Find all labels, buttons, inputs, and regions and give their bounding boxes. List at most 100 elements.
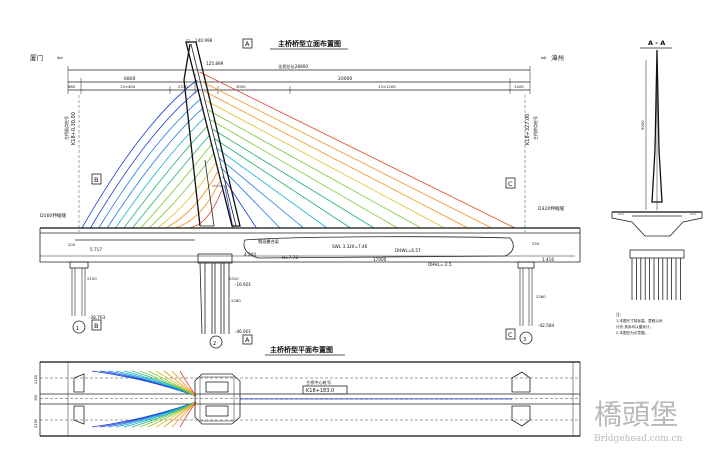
svg-text:1: 1 [76, 326, 79, 332]
right-station-label: K18+327.00 [525, 114, 531, 145]
svg-text:SWL 3.320=7.46: SWL 3.320=7.46 [332, 244, 368, 249]
stay-cable-main [216, 147, 328, 229]
stay-cable-back [148, 153, 214, 229]
svg-text:计外,其余均以厘米计。: 计外,其余均以厘米计。 [616, 324, 653, 329]
stay-cable-main [222, 176, 257, 229]
right-deck-elevation: 1.416 [542, 257, 554, 262]
plan-center-station: K18+183.0 [306, 388, 334, 394]
pier-2-marker [209, 335, 223, 349]
svg-text:1.本图尺寸除标高、里程以米: 1.本图尺寸除标高、里程以米 [616, 318, 663, 323]
pile-bottom-elevation-left: -38.763 [89, 315, 105, 320]
tower-base-elevation: 4.200 [244, 252, 256, 257]
stay-cable-main [220, 166, 281, 229]
section-mark-c-bottom [505, 328, 516, 340]
pile-bottom-elevation-tower: -46.601 [235, 329, 251, 334]
svg-text:B: B [94, 176, 98, 184]
pier-3: 2280 -42.584 3 [517, 261, 554, 345]
cross-section-view: A - A 5000 注: 1.本图尺寸除标高、里程以米 计外,其余均以厘米计。… [611, 39, 703, 335]
plan-title: 主桥桥型平面布置图 [270, 345, 333, 354]
section-height-dim: 5000 [640, 120, 645, 130]
section-mark-a-top [242, 38, 253, 49]
stay-cable-main [205, 100, 445, 229]
stay-cable-main [207, 109, 422, 229]
right-station-note: 主桥终点桩号 [532, 116, 538, 140]
left-pier-height: 200 [68, 242, 76, 247]
svg-text:C: C [508, 180, 513, 188]
tower-top-elevation: 140.998 [195, 38, 213, 43]
svg-text:DHWL=6.57: DHWL=6.57 [395, 248, 421, 253]
stay-cables [81, 71, 516, 229]
stay-cable-back [140, 144, 212, 229]
elevation-marker-icon: ▽ [186, 39, 190, 45]
deck-girder: 钢混叠合梁 D160伸缩缝 D320伸缩缝 5.717 1.416 4.200 … [39, 205, 581, 263]
plan-view: 主桥桥型平面布置图 2150 2150 300 主桥中心桩号 K18+183.0 [34, 345, 581, 437]
tower-cap-elevation: -16.601 [235, 282, 251, 287]
girder-label: 钢混叠合梁 [258, 238, 280, 245]
pier-1: 2150 -38.763 1 [69, 261, 105, 334]
svg-text:2150: 2150 [34, 418, 38, 428]
stay-cable-main [201, 81, 492, 229]
section-mark-c-top [505, 177, 516, 189]
svg-text:13×1200: 13×1200 [378, 84, 396, 89]
svg-text:13×400: 13×400 [120, 84, 136, 89]
span-right-label: 20000 [338, 76, 352, 82]
svg-text:660: 660 [68, 84, 76, 89]
pile-bottom-elevation-right: -42.584 [538, 323, 554, 328]
elevation-title: 主桥桥型立面布置图 [278, 39, 341, 48]
stay-cable-main [224, 185, 234, 229]
stay-cable-main [209, 119, 398, 229]
svg-text:C: C [508, 331, 513, 339]
pier-2: 0310 -16.601 2280 -46.601 2 [197, 253, 251, 349]
section-title: A - A [648, 39, 665, 47]
svg-text:DHHL=-2.5: DHHL=-2.5 [428, 262, 452, 267]
plan-center-label: 主桥中心桩号 [306, 379, 331, 386]
svg-text:2150: 2150 [87, 276, 97, 281]
plan-cables [91, 370, 512, 428]
svg-text:2280: 2280 [536, 294, 546, 299]
pier-3-marker [519, 331, 533, 345]
stay-cable-back [115, 116, 206, 229]
svg-text:3000: 3000 [236, 84, 246, 89]
pier-1-marker [72, 320, 86, 334]
plan-cable-lower [163, 401, 197, 428]
left-expansion-joint: D160伸缩缝 [40, 212, 66, 219]
stay-cable-main [211, 128, 375, 229]
svg-text:2330: 2330 [178, 84, 188, 89]
left-direction-label: 厦门 [30, 53, 43, 62]
svg-text:0310: 0310 [229, 276, 239, 281]
svg-text:2150: 2150 [34, 374, 38, 384]
watermark-logo: 橋頭堡 [594, 398, 678, 431]
section-piles [631, 258, 681, 300]
watermark-site: Bridgehead.com.cn [594, 434, 683, 444]
svg-text:A: A [245, 336, 250, 344]
water-levels: H=7.72 SWL 3.320=7.46 DHWL=6.57 DHHL=-2.… [282, 244, 452, 267]
svg-text:1400: 1400 [514, 84, 524, 89]
svg-text:3: 3 [523, 337, 526, 343]
right-pier-height: 250 [532, 241, 540, 246]
plan-cable-upper [171, 370, 197, 397]
stay-cable-back [98, 98, 202, 229]
stay-cable-back [81, 79, 198, 229]
tower-mid-elevation: 125.899 [206, 61, 224, 66]
svg-text:300: 300 [34, 395, 38, 401]
stay-cable-main [214, 138, 351, 229]
svg-text:2: 2 [213, 341, 216, 347]
plan-cable-upper [163, 370, 197, 397]
stay-cable-back [157, 162, 216, 229]
total-length-label: 全桥总长28800 [278, 63, 308, 70]
svg-text:A: A [245, 40, 250, 48]
stay-cable-back [165, 171, 218, 229]
right-expansion-joint: D320伸缩缝 [538, 205, 564, 212]
left-station-label: K18+0.30.00 [71, 112, 77, 145]
section-mark-b-bottom [91, 319, 102, 331]
left-station-note: 主桥起点桩号 [63, 116, 69, 140]
watermark: 橋頭堡 Bridgehead.com.cn [594, 398, 683, 444]
pylon: 140.998 125.899 ▽ [183, 38, 241, 227]
dimension-chain: 全桥总长28800 6800 20000 660 13×400 2330 300… [67, 63, 531, 94]
plan-tower-footing [194, 373, 241, 425]
right-arrow-icon: ⇨ [541, 54, 547, 62]
left-arrow-icon: ⇦ [57, 54, 63, 62]
right-direction-label: 漳州 [551, 53, 564, 62]
plan-cable-lower [171, 401, 197, 428]
